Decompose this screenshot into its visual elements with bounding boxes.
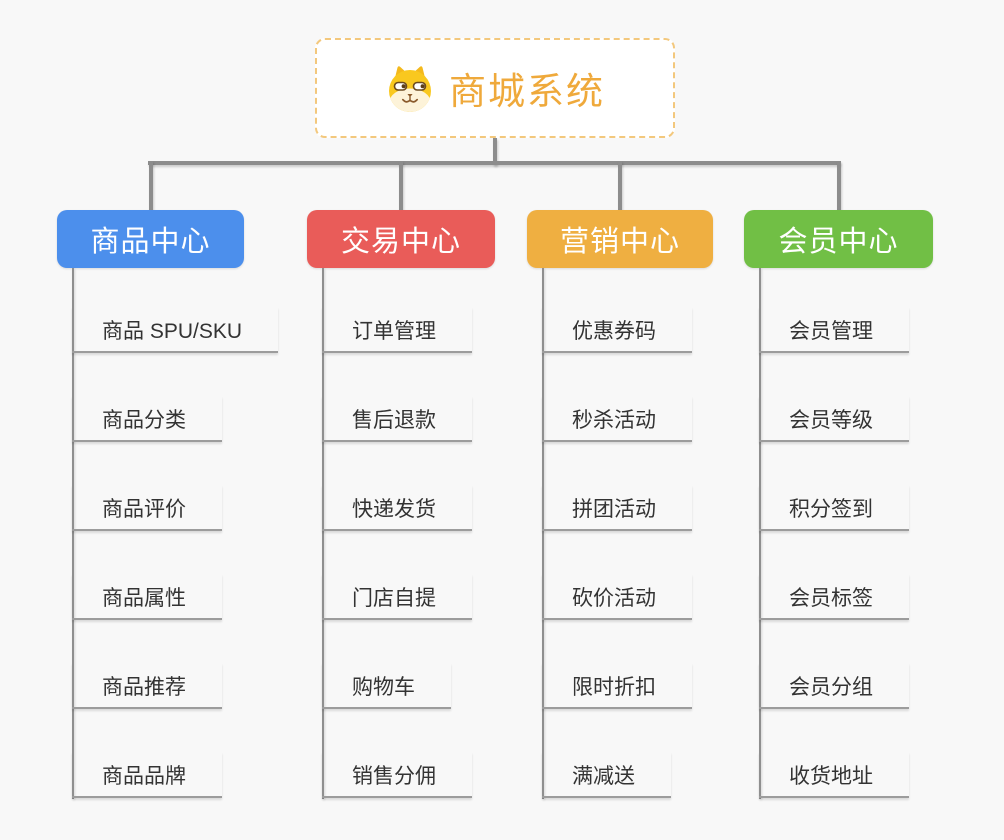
branch-item-label: 会员等级 <box>789 409 873 432</box>
connector-drop <box>148 161 153 210</box>
branch-node-3[interactable]: 营销中心 <box>527 210 713 268</box>
connector-drop <box>618 161 622 210</box>
branch-item[interactable]: 售后退款 <box>322 396 472 442</box>
branch-item-label: 满减送 <box>572 765 635 788</box>
branch-node-4[interactable]: 会员中心 <box>744 210 933 268</box>
branch-item[interactable]: 收货地址 <box>759 752 909 798</box>
root-topic-label: 商城系统 <box>449 71 605 112</box>
branch-item[interactable]: 购物车 <box>322 663 451 709</box>
branch-node-label: 会员中心 <box>778 226 899 258</box>
connector-drop <box>399 161 403 210</box>
shiba-dog-icon <box>385 63 435 113</box>
branch-item[interactable]: 限时折扣 <box>542 663 692 709</box>
branch-item[interactable]: 会员等级 <box>759 396 909 442</box>
connector-branch-trunk <box>72 268 74 799</box>
connector-root-stub <box>493 138 497 165</box>
branch-item[interactable]: 拼团活动 <box>542 485 692 531</box>
branch-item[interactable]: 商品分类 <box>72 396 222 442</box>
branch-item-label: 砍价活动 <box>572 587 656 610</box>
branch-item[interactable]: 会员管理 <box>759 307 909 353</box>
branch-item-label: 秒杀活动 <box>572 409 656 432</box>
branch-item-label: 门店自提 <box>352 587 436 610</box>
branch-item-label: 拼团活动 <box>572 498 656 521</box>
branch-item-label: 限时折扣 <box>572 676 656 699</box>
branch-item-label: 积分签到 <box>789 498 873 521</box>
branch-item[interactable]: 会员标签 <box>759 574 909 620</box>
branch-item-label: 购物车 <box>352 676 415 699</box>
branch-node-label: 商品中心 <box>90 226 211 258</box>
branch-item-label: 快递发货 <box>352 498 436 521</box>
branch-item-label: 商品分类 <box>102 409 186 432</box>
branch-item-label: 会员管理 <box>789 320 873 343</box>
branch-item[interactable]: 快递发货 <box>322 485 472 531</box>
branch-item[interactable]: 商品属性 <box>72 574 222 620</box>
branch-item[interactable]: 商品 SPU/SKU <box>72 307 279 353</box>
branch-item-label: 会员标签 <box>789 587 873 610</box>
connector-branch-trunk <box>759 268 761 799</box>
branch-node-2[interactable]: 交易中心 <box>307 210 495 268</box>
branch-item[interactable]: 订单管理 <box>322 307 472 353</box>
branch-node-label: 营销中心 <box>559 226 680 258</box>
root-topic[interactable]: 商城系统 <box>315 38 675 138</box>
branch-item-label: 会员分组 <box>789 676 873 699</box>
branch-item[interactable]: 积分签到 <box>759 485 909 531</box>
branch-item-label: 商品属性 <box>102 587 186 610</box>
connector-drop <box>836 161 841 210</box>
branch-item[interactable]: 商品推荐 <box>72 663 222 709</box>
branch-item[interactable]: 商品品牌 <box>72 752 222 798</box>
branch-item[interactable]: 门店自提 <box>322 574 472 620</box>
branch-node-1[interactable]: 商品中心 <box>57 210 244 268</box>
connector-bus <box>148 161 840 165</box>
branch-item[interactable]: 会员分组 <box>759 663 909 709</box>
branch-item-label: 销售分佣 <box>352 765 436 788</box>
branch-item[interactable]: 商品评价 <box>72 485 222 531</box>
branch-item-label: 商品推荐 <box>102 676 186 699</box>
branch-item[interactable]: 销售分佣 <box>322 752 472 798</box>
connector-branch-trunk <box>322 268 324 799</box>
branch-item-label: 优惠券码 <box>572 320 656 343</box>
branch-item-label: 收货地址 <box>789 765 873 788</box>
branch-item[interactable]: 砍价活动 <box>542 574 692 620</box>
branch-item-label: 商品品牌 <box>102 765 186 788</box>
branch-item-label: 售后退款 <box>352 409 436 432</box>
branch-item[interactable]: 满减送 <box>542 752 671 798</box>
branch-item-label: 商品评价 <box>102 498 186 521</box>
branch-item-label: 商品 SPU/SKU <box>102 320 243 343</box>
branch-node-label: 交易中心 <box>340 226 461 258</box>
branch-item[interactable]: 优惠券码 <box>542 307 692 353</box>
branch-item[interactable]: 秒杀活动 <box>542 396 692 442</box>
connector-branch-trunk <box>542 268 544 799</box>
branch-item-label: 订单管理 <box>352 320 436 343</box>
